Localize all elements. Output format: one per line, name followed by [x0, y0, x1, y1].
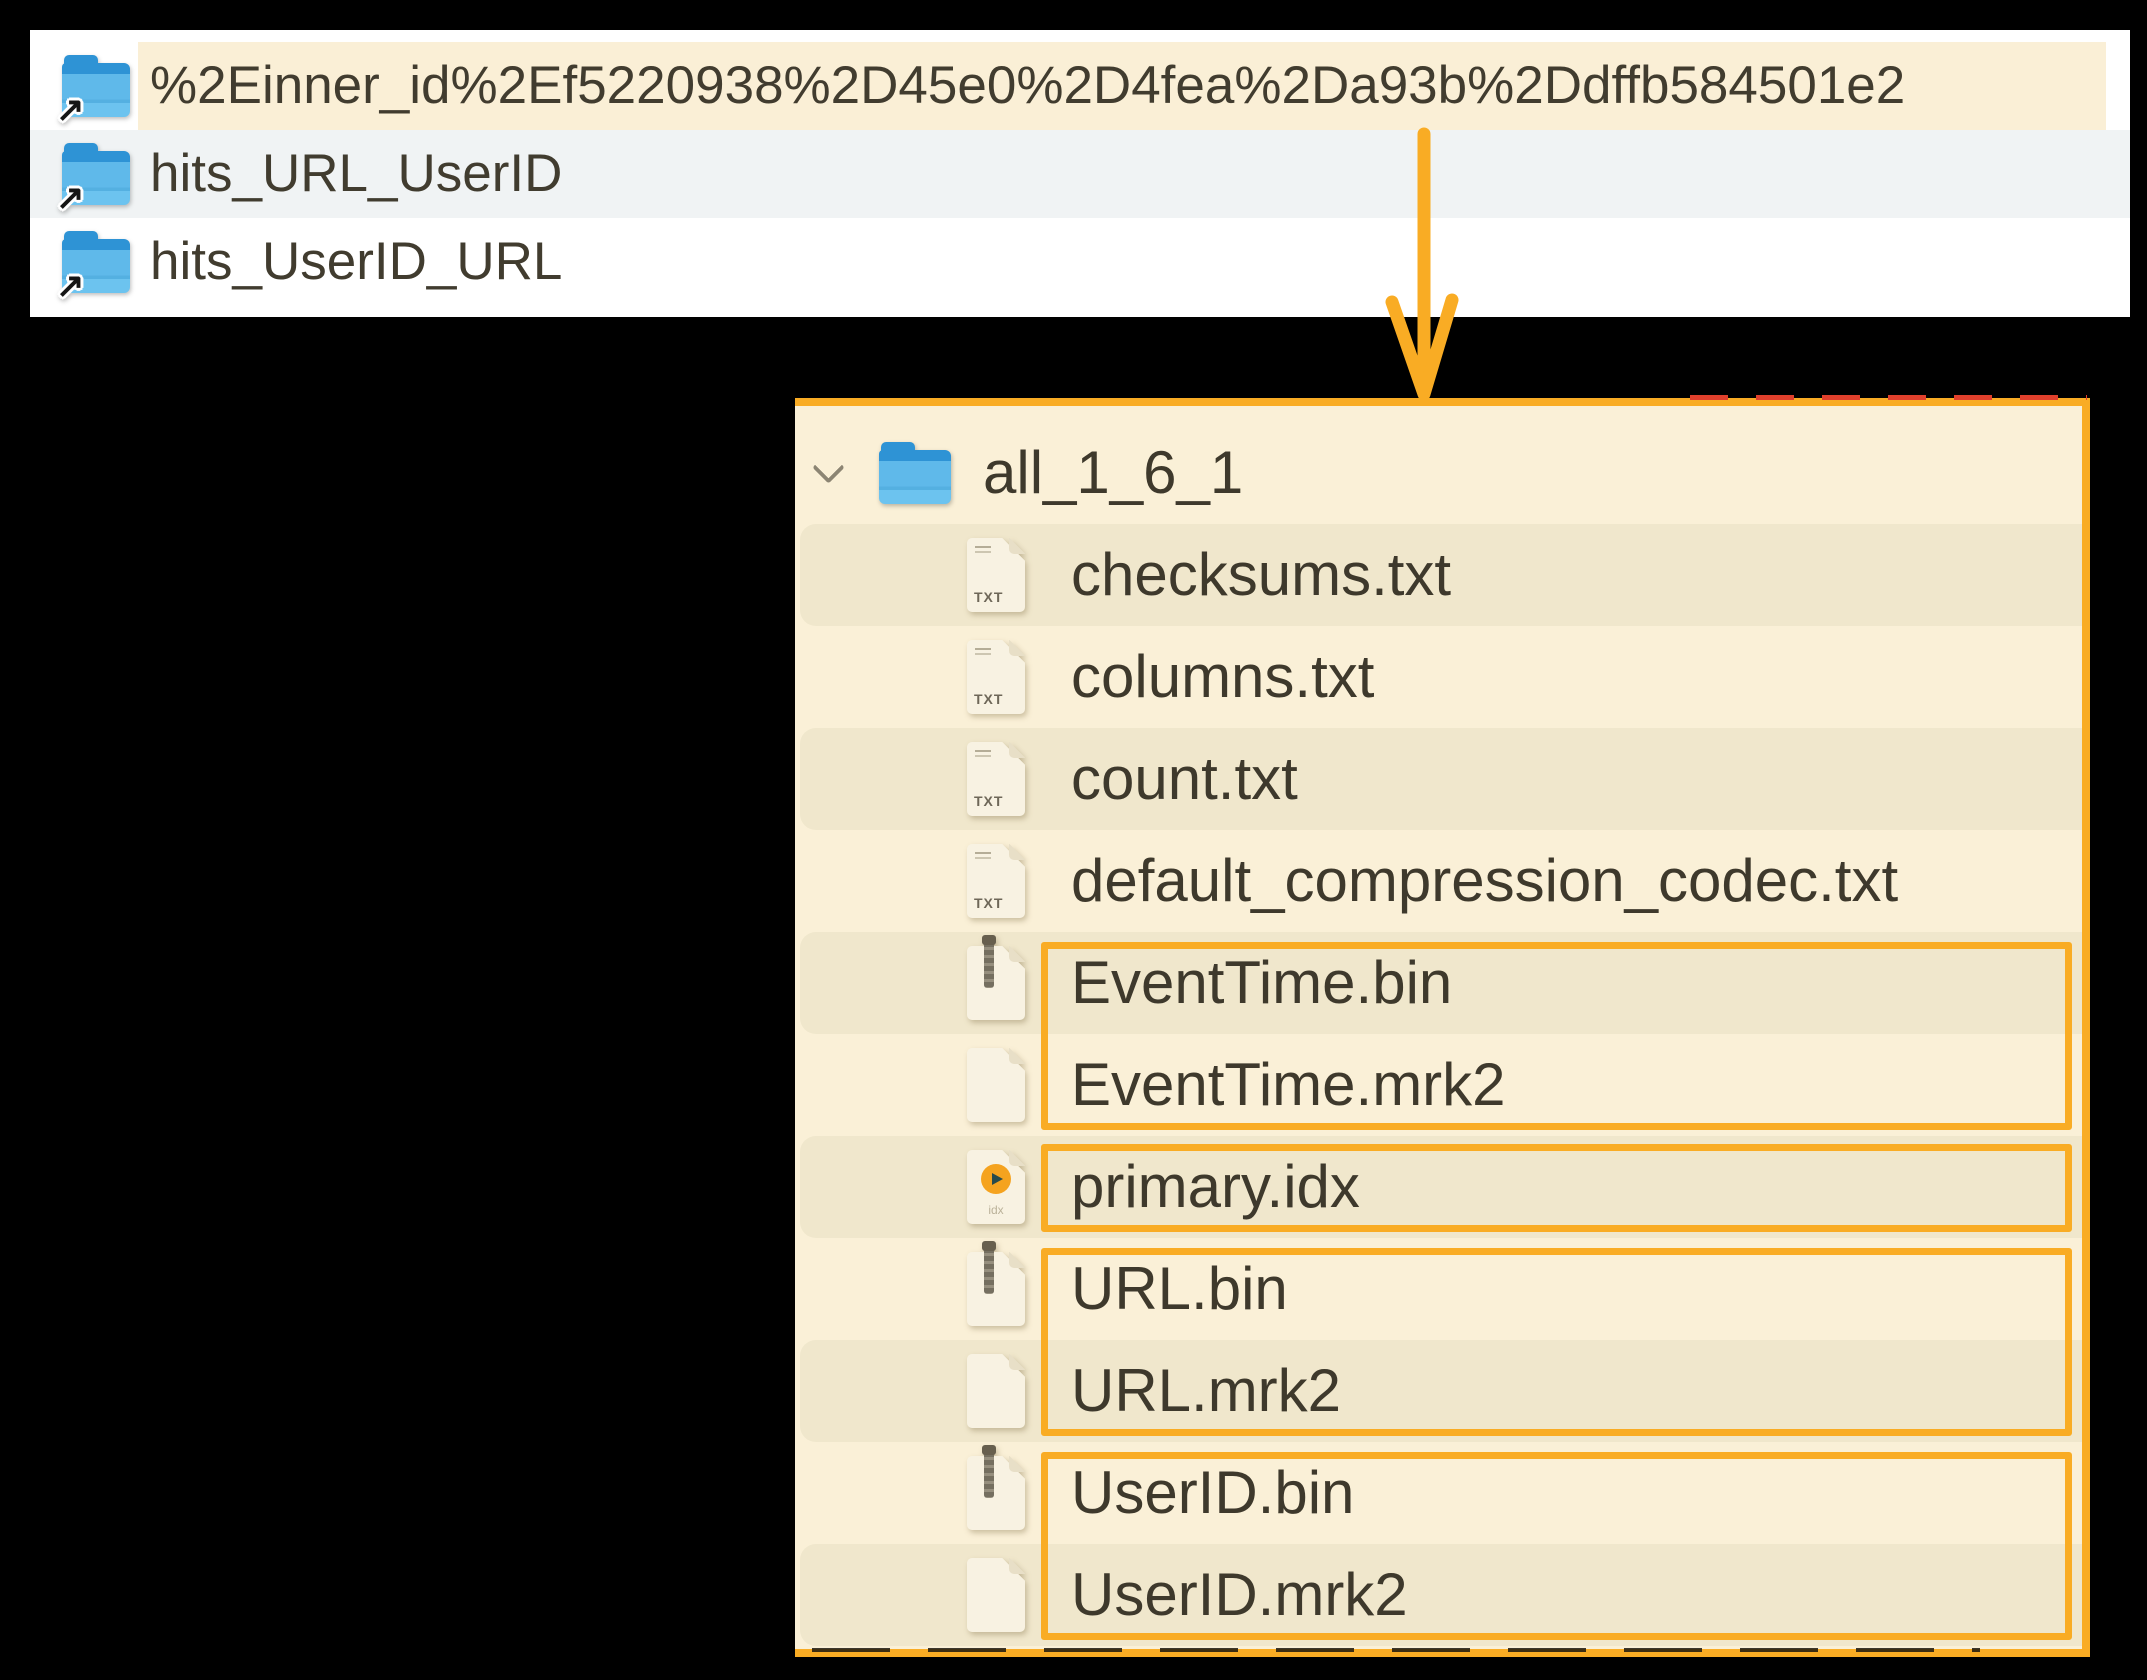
- part-contents-list: all_1_6_1 TXT checksums.txt TXT columns.…: [795, 406, 2082, 1649]
- folder-name: hits_URL_UserID: [150, 144, 563, 203]
- part-folder-name: all_1_6_1: [983, 439, 1244, 506]
- selection-highlight: [138, 42, 2106, 130]
- index-file-icon: idx: [967, 1150, 1025, 1224]
- folder-row-inner-id[interactable]: ↗ %2Einner_id%2Ef5220938%2D45e0%2D4fea%2…: [30, 42, 2130, 130]
- zipper-glyph: [982, 1445, 996, 1498]
- disclosure-chevron-down-icon[interactable]: [815, 458, 843, 486]
- text-file-icon: TXT: [967, 742, 1025, 816]
- tree-row-file[interactable]: EventTime.bin: [795, 932, 2082, 1034]
- text-file-icon: TXT: [967, 538, 1025, 612]
- tree-row-file[interactable]: URL.mrk2: [795, 1340, 2082, 1442]
- file-name: UserID.mrk2: [1071, 1561, 1408, 1628]
- tree-row-file[interactable]: TXT columns.txt: [795, 626, 2082, 728]
- zipper-glyph: [982, 1241, 996, 1294]
- alias-folder-icon: ↗: [56, 143, 130, 215]
- tree-row-file[interactable]: TXT count.txt: [795, 728, 2082, 830]
- alias-arrow-badge-icon: ↗: [56, 179, 85, 217]
- folder-row-hits-userid-url[interactable]: ↗ hits_UserID_URL: [30, 218, 2130, 306]
- tree-row-part-folder[interactable]: all_1_6_1: [795, 422, 2082, 524]
- text-file-icon: TXT: [967, 640, 1025, 714]
- tree-row-file[interactable]: idx primary.idx: [795, 1136, 2082, 1238]
- tree-row-file[interactable]: UserID.bin: [795, 1442, 2082, 1544]
- blank-file-icon: [967, 1354, 1025, 1428]
- file-name: checksums.txt: [1071, 541, 1452, 608]
- zipper-glyph: [982, 935, 996, 988]
- folder-icon: [879, 442, 951, 504]
- alias-arrow-badge-icon: ↗: [56, 267, 85, 305]
- tree-row-file[interactable]: TXT default_compression_codec.txt: [795, 830, 2082, 932]
- text-file-icon: TXT: [967, 844, 1025, 918]
- folder-name: %2Einner_id%2Ef5220938%2D45e0%2D4fea%2Da…: [150, 56, 1906, 115]
- alias-folder-icon: ↗: [56, 55, 130, 127]
- tree-row-file[interactable]: EventTime.mrk2: [795, 1034, 2082, 1136]
- binary-file-icon: [967, 935, 1025, 1020]
- highlight-box-eventtime: [1041, 942, 2072, 1130]
- folder-row-hits-url-userid[interactable]: ↗ hits_URL_UserID: [30, 130, 2130, 218]
- tree-row-file[interactable]: UserID.mrk2: [795, 1544, 2082, 1646]
- file-name: primary.idx: [1071, 1153, 1360, 1220]
- file-name: EventTime.bin: [1071, 949, 1453, 1016]
- highlight-box-userid: [1041, 1452, 2072, 1640]
- black-dash-annotation: [812, 1648, 1980, 1652]
- orange-disc-glyph: [981, 1164, 1011, 1194]
- binary-file-icon: [967, 1241, 1025, 1326]
- file-name: columns.txt: [1071, 643, 1375, 710]
- highlight-box-primary-idx: [1041, 1144, 2072, 1232]
- tree-row-file[interactable]: URL.bin: [795, 1238, 2082, 1340]
- alias-folder-icon: ↗: [56, 231, 130, 303]
- file-name: count.txt: [1071, 745, 1298, 812]
- finder-list-panel: ↗ %2Einner_id%2Ef5220938%2D45e0%2D4fea%2…: [30, 30, 2130, 317]
- part-contents-panel: all_1_6_1 TXT checksums.txt TXT columns.…: [795, 398, 2090, 1657]
- tree-row-file[interactable]: TXT checksums.txt: [795, 524, 2082, 626]
- file-name: EventTime.mrk2: [1071, 1051, 1506, 1118]
- blank-file-icon: [967, 1048, 1025, 1122]
- file-name: default_compression_codec.txt: [1071, 847, 1899, 914]
- folder-name: hits_UserID_URL: [150, 232, 563, 291]
- highlight-box-url: [1041, 1248, 2072, 1436]
- alias-arrow-badge-icon: ↗: [56, 91, 85, 129]
- red-dash-annotation: [1690, 395, 2087, 400]
- file-name: URL.bin: [1071, 1255, 1288, 1322]
- binary-file-icon: [967, 1445, 1025, 1530]
- file-name: UserID.bin: [1071, 1459, 1355, 1526]
- blank-file-icon: [967, 1558, 1025, 1632]
- file-name: URL.mrk2: [1071, 1357, 1342, 1424]
